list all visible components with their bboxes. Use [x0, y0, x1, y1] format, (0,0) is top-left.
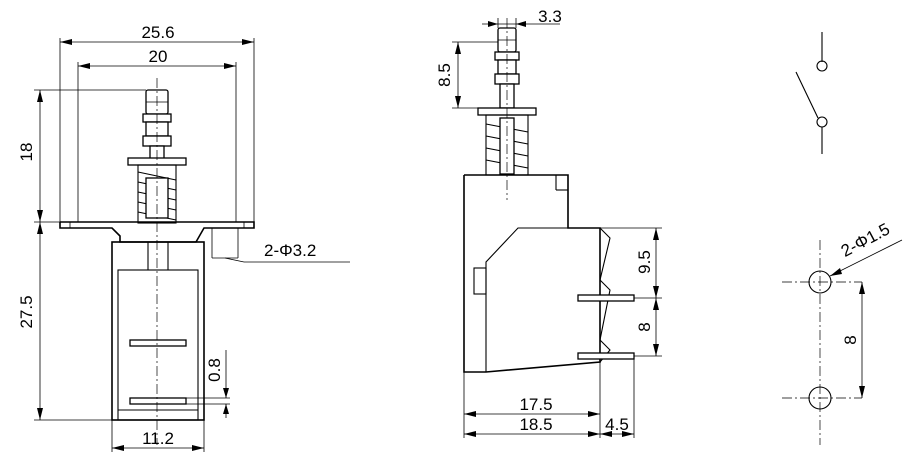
dim-overall-width: 25.6 [141, 23, 174, 42]
dim-plunger-height: 18 [17, 143, 36, 162]
dim-terminal-offset: 9.5 [635, 250, 654, 274]
front-view [59, 78, 255, 445]
dim-flange-width: 20 [149, 47, 168, 66]
pcb-hole-bottom [808, 386, 832, 410]
dim-pcb-hole: 2-Φ1.5 [838, 219, 893, 260]
dim-mount-hole: 2-Φ3.2 [264, 241, 316, 260]
pcb-hole-top [808, 270, 832, 294]
dim-body-width: 11.2 [142, 429, 174, 448]
dim-body-height: 27.5 [17, 295, 36, 328]
dim-total-depth: 18.5 [519, 415, 552, 434]
dim-pcb-pitch: 8 [841, 335, 860, 344]
dim-terminal-thickness: 0.8 [205, 358, 224, 382]
side-dimensions: 3.3 8.5 9.5 8 17.5 18.5 4.5 [435, 7, 662, 438]
dim-button-width: 3.3 [538, 7, 562, 26]
dim-terminal-pitch-side: 8 [635, 322, 654, 331]
dim-body-depth: 17.5 [519, 395, 552, 414]
switch-symbol [795, 32, 828, 154]
dim-terminal-length: 4.5 [605, 415, 629, 434]
side-view [463, 18, 635, 373]
front-dimensions: 25.6 20 18 27.5 2-Φ3.2 0.8 [17, 23, 350, 452]
dim-button-height: 8.5 [435, 63, 454, 87]
pcb-layout: 2-Φ1.5 8 [782, 219, 903, 445]
